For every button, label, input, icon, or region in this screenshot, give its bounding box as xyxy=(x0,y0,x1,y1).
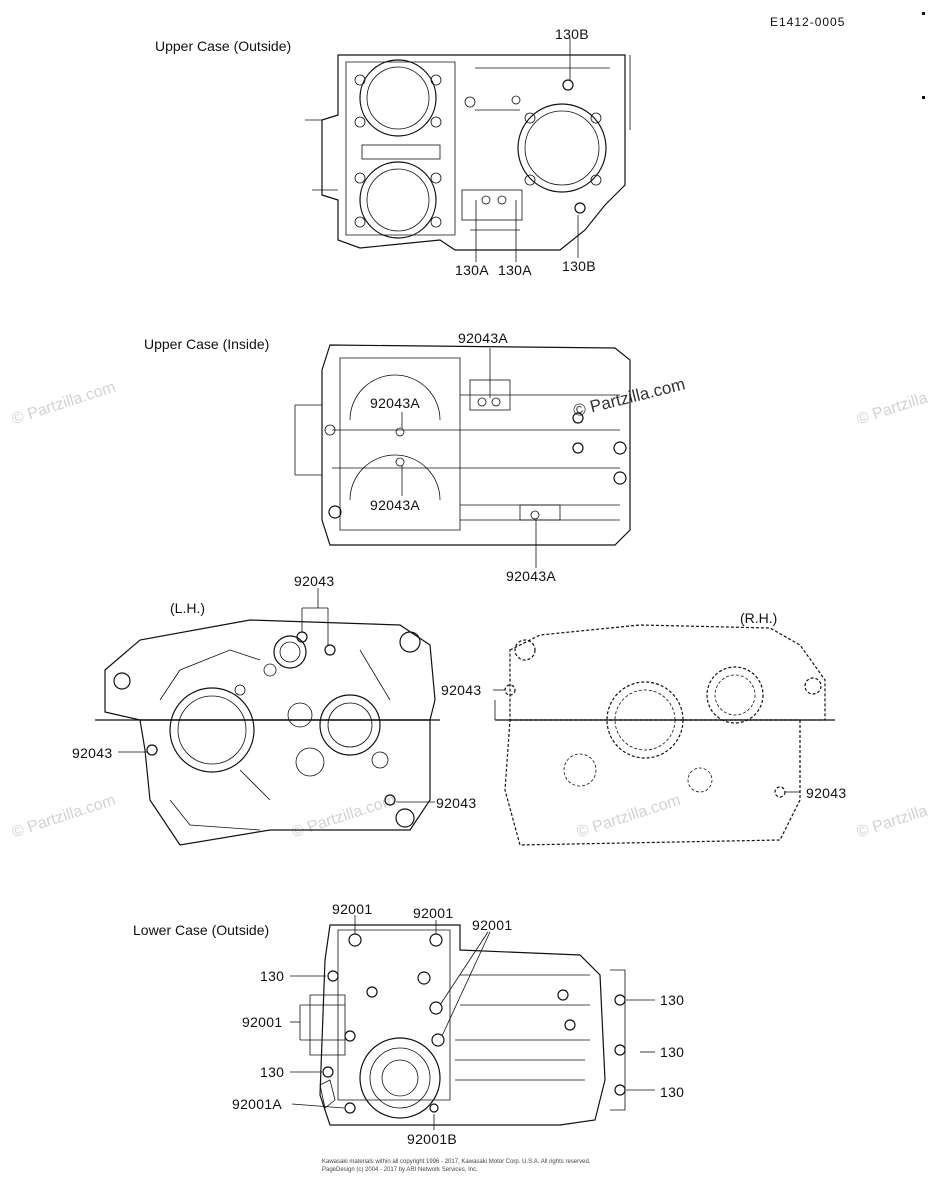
part-label-130[interactable]: 130 xyxy=(660,992,685,1008)
part-label-92043a[interactable]: 92043A xyxy=(370,497,421,513)
section-title-rh: (R.H.) xyxy=(740,610,778,626)
section-title-upper-inside: Upper Case (Inside) xyxy=(144,336,270,352)
part-label-92043a[interactable]: 92043A xyxy=(506,568,557,584)
rh-case xyxy=(504,624,826,846)
part-label-130b[interactable]: 130B xyxy=(562,258,596,274)
part-label-92043[interactable]: 92043 xyxy=(294,573,335,589)
part-label-130a[interactable]: 130A xyxy=(498,262,532,278)
part-label-92001[interactable]: 92001 xyxy=(413,905,454,921)
part-label-92001[interactable]: 92001 xyxy=(242,1014,283,1030)
part-label-92043a[interactable]: 92043A xyxy=(370,395,421,411)
part-label-130[interactable]: 130 xyxy=(260,1064,285,1080)
part-label-92001a[interactable]: 92001A xyxy=(232,1096,283,1112)
part-label-92043[interactable]: 92043 xyxy=(441,682,482,698)
section-title-lh: (L.H.) xyxy=(170,600,205,616)
diagram-code: E1412-0005 xyxy=(770,15,846,29)
section-title-upper-outside: Upper Case (Outside) xyxy=(155,38,292,54)
copyright-line: PageDesign (c) 2004 - 2017 by ARI Networ… xyxy=(322,1167,478,1173)
part-label-130[interactable]: 130 xyxy=(660,1084,685,1100)
part-label-92001b[interactable]: 92001B xyxy=(407,1131,458,1147)
part-label-92001[interactable]: 92001 xyxy=(472,917,513,933)
copyright-line: Kawasaki materials within all copyright … xyxy=(322,1159,591,1165)
upper-case-inside xyxy=(294,344,631,568)
rh-case-lines xyxy=(493,689,835,793)
part-label-130[interactable]: 130 xyxy=(660,1044,685,1060)
section-title-lower-outside: Lower Case (Outside) xyxy=(133,922,270,938)
part-label-130b[interactable]: 130B xyxy=(555,26,589,42)
part-label-92001[interactable]: 92001 xyxy=(332,901,373,917)
lower-case-outside xyxy=(290,915,655,1130)
part-label-92043[interactable]: 92043 xyxy=(806,785,847,801)
lh-case xyxy=(95,588,440,846)
part-label-130a[interactable]: 130A xyxy=(455,262,489,278)
part-label-92043[interactable]: 92043 xyxy=(72,745,113,761)
upper-case-outside xyxy=(305,38,631,262)
part-label-130[interactable]: 130 xyxy=(260,968,285,984)
part-label-92043[interactable]: 92043 xyxy=(436,795,477,811)
part-label-92043a[interactable]: 92043A xyxy=(458,330,509,346)
